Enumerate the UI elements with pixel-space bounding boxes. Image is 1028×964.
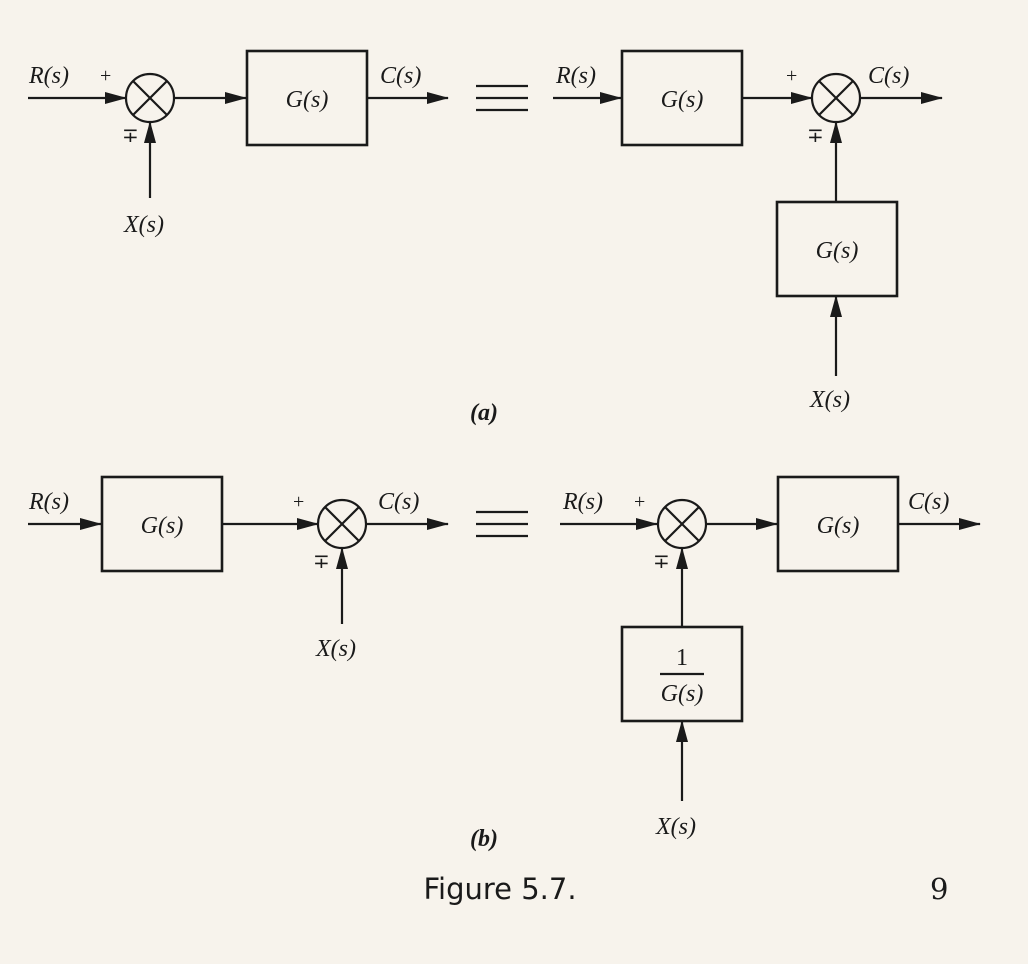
- output-label-c: C(s): [378, 489, 419, 515]
- diagram-b-left: R(s) G(s) + ∓ C(s) X(s): [28, 475, 449, 662]
- output-label-c: C(s): [868, 63, 909, 89]
- output-label-c: C(s): [908, 489, 949, 515]
- input-label-r: R(s): [28, 489, 69, 515]
- minus-plus-sign: ∓: [313, 551, 330, 573]
- block-label-g: G(s): [286, 87, 329, 113]
- summing-junction: [316, 498, 368, 550]
- block-label-g: G(s): [141, 513, 184, 539]
- summing-junction: [810, 72, 862, 124]
- block-label-g: G(s): [661, 87, 704, 113]
- minus-plus-sign: ∓: [122, 125, 139, 147]
- block-label-g: G(s): [817, 513, 860, 539]
- input-label-r: R(s): [562, 489, 603, 515]
- fraction-numerator: 1: [676, 645, 688, 671]
- plus-sign: +: [634, 491, 645, 513]
- equivalence-sign: [476, 84, 528, 112]
- block-label-g: G(s): [816, 238, 859, 264]
- fraction-denominator: G(s): [661, 681, 704, 707]
- disturbance-label-x: X(s): [315, 636, 356, 662]
- plus-sign: +: [293, 491, 304, 513]
- diagram-a-left: R(s) + ∓ X(s) G(s) C(s): [28, 49, 449, 238]
- summing-junction: [656, 498, 708, 550]
- disturbance-label-x: X(s): [123, 212, 164, 238]
- minus-plus-sign: ∓: [653, 551, 670, 573]
- subfigure-label-a: (a): [470, 400, 498, 426]
- plus-sign: +: [100, 65, 111, 87]
- input-label-r: R(s): [555, 63, 596, 89]
- equivalence-sign: [476, 510, 528, 538]
- plus-sign: +: [786, 65, 797, 87]
- diagram-b-right: R(s) + ∓ G(s) C(s) 1 G(s) X(s): [560, 475, 981, 840]
- disturbance-label-x: X(s): [655, 814, 696, 840]
- input-label-r: R(s): [28, 63, 69, 89]
- subfigure-label-b: (b): [470, 826, 498, 852]
- diagram-a-right: R(s) G(s) + ∓ C(s) G(s) X(s): [553, 49, 943, 413]
- summing-junction: [124, 72, 176, 124]
- page-number: 9: [930, 872, 949, 906]
- figure-caption: Figure 5.7.: [423, 872, 577, 906]
- minus-plus-sign: ∓: [807, 125, 824, 147]
- disturbance-label-x: X(s): [809, 387, 850, 413]
- output-label-c: C(s): [380, 63, 421, 89]
